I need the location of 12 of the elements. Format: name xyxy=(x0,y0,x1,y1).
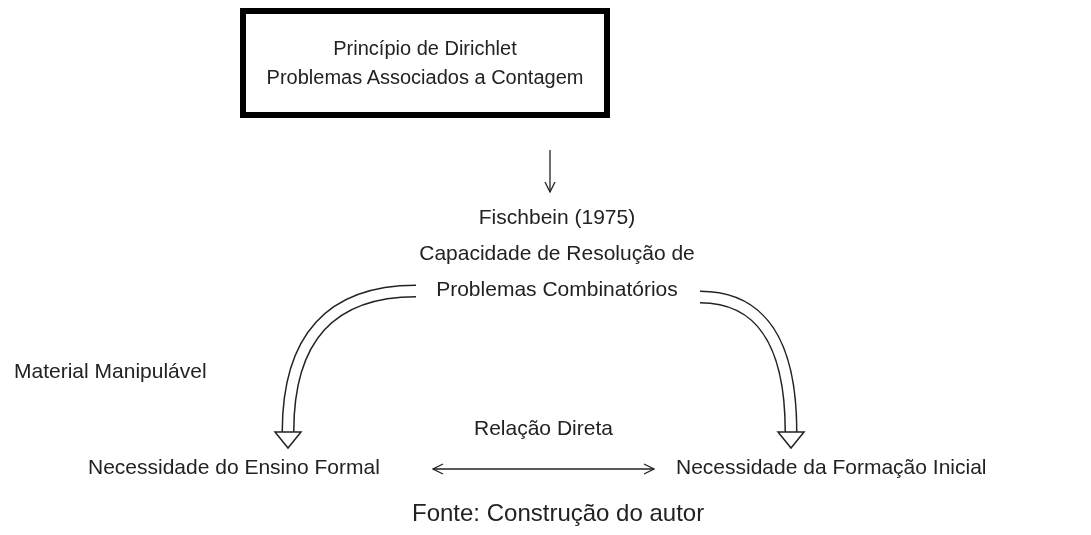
node-text: Necessidade do Ensino Formal xyxy=(88,454,380,481)
node-text: Necessidade da Formação Inicial xyxy=(676,454,987,481)
node-text: Capacidade de Resolução de Problemas Combinatórios xyxy=(418,240,696,302)
node-text: Fischbein (1975) xyxy=(478,204,636,231)
node-text: Princípio de Dirichlet xyxy=(333,36,517,61)
arrow xyxy=(544,149,556,193)
title-box xyxy=(240,8,610,118)
node-text: Problemas Associados a Contagem xyxy=(266,65,584,90)
arrow xyxy=(432,463,655,475)
hollow-curved-arrow xyxy=(699,290,806,450)
hollow-curved-arrow xyxy=(273,284,417,450)
caption: Fonte: Construção do autor xyxy=(412,498,705,528)
